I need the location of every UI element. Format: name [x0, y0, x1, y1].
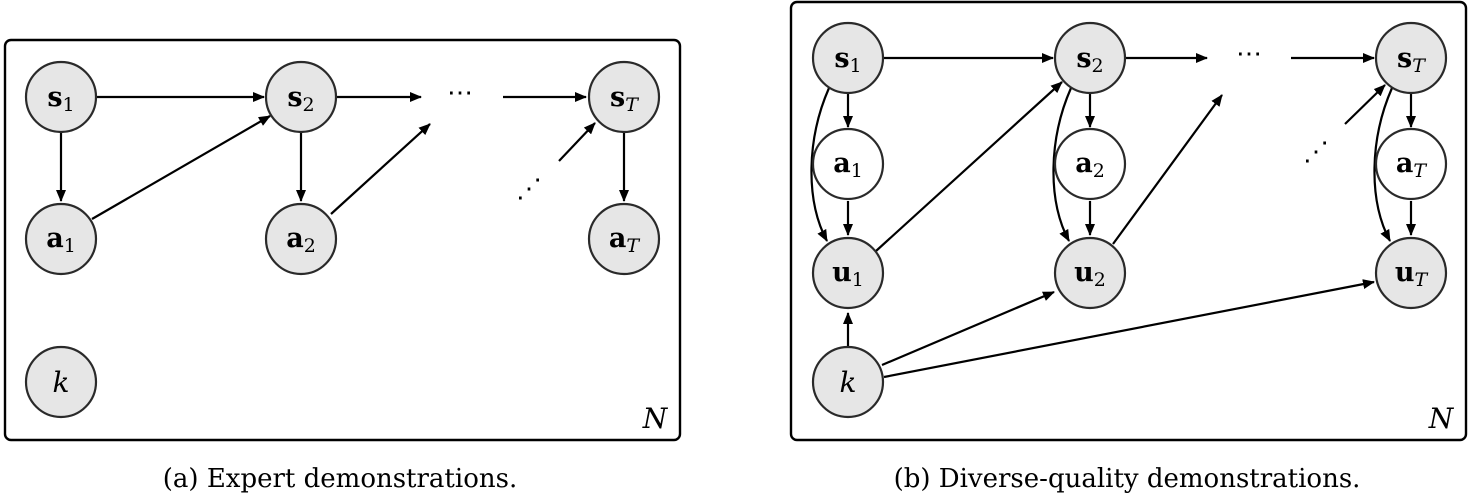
ellipsis-horizontal-a: ⋯ — [447, 78, 473, 108]
svg-text:s1: s1 — [834, 43, 861, 77]
ellipsis-diagonal-a: ⋰ — [516, 174, 542, 204]
edge-b-k-u2 — [881, 290, 1055, 367]
diagram-a: ⋯ ⋰ s1 s2 sT a1 a2 aT k — [3, 38, 682, 494]
edge-b-u2-dots — [1112, 94, 1223, 245]
plate-a — [3, 38, 682, 442]
svg-text:aT: aT — [1396, 148, 1428, 182]
svg-text:u2: u2 — [1074, 257, 1106, 291]
node-b-u1: u1 — [811, 236, 885, 310]
svg-text:a2: a2 — [1075, 148, 1105, 182]
node-b-a2: a2 — [1053, 127, 1127, 201]
plate-label-a: N — [642, 402, 669, 435]
edge-b-dots-sT-diag — [1344, 84, 1386, 125]
node-b-uT: uT — [1374, 236, 1448, 310]
node-b-s1: s1 — [811, 21, 885, 95]
node-a-a2: a2 — [264, 202, 338, 276]
node-b-aT: aT — [1374, 127, 1448, 201]
svg-text:k: k — [53, 366, 70, 399]
caption-b: (b) Diverse-quality demonstrations. — [894, 464, 1361, 494]
svg-text:s1: s1 — [47, 82, 74, 116]
node-a-s1: s1 — [24, 60, 98, 134]
edge-a-a1-s2 — [91, 115, 271, 220]
edge-b-s1-u1 — [810, 87, 831, 242]
plate-label-b: N — [1428, 402, 1455, 435]
edge-a-dots-sT-diag — [558, 122, 596, 162]
ellipsis-diagonal-b: ⋰ — [1303, 137, 1329, 167]
node-a-aT: aT — [587, 202, 661, 276]
svg-text:a2: a2 — [286, 223, 316, 257]
node-a-k: k — [24, 345, 98, 419]
node-a-s2: s2 — [264, 60, 338, 134]
svg-text:sT: sT — [1397, 43, 1426, 77]
node-b-a1: a1 — [811, 127, 885, 201]
node-b-u2: u2 — [1053, 236, 1127, 310]
svg-text:s2: s2 — [1076, 43, 1103, 77]
node-a-sT: sT — [587, 60, 661, 134]
node-a-a1: a1 — [24, 202, 98, 276]
svg-text:s2: s2 — [287, 82, 314, 116]
node-b-k: k — [811, 345, 885, 419]
svg-text:sT: sT — [610, 82, 639, 116]
diagram-b: ⋯ ⋰ s1 s2 sT a1 a2 aT u1 — [789, 0, 1468, 494]
svg-text:uT: uT — [1395, 257, 1429, 291]
svg-text:k: k — [840, 366, 857, 399]
edge-b-k-uT — [883, 279, 1375, 379]
svg-text:aT: aT — [609, 223, 641, 257]
edge-b-u1-s2 — [875, 81, 1063, 252]
plate-b — [789, 0, 1468, 442]
node-b-s2: s2 — [1053, 21, 1127, 95]
edge-b-sT-uT — [1373, 87, 1394, 242]
edge-a-a2-dots — [330, 123, 431, 215]
svg-text:a1: a1 — [46, 223, 76, 257]
edge-b-s2-u2 — [1052, 87, 1073, 242]
ellipsis-horizontal-b: ⋯ — [1236, 39, 1262, 69]
caption-a: (a) Expert demonstrations. — [163, 464, 517, 494]
svg-text:a1: a1 — [833, 148, 863, 182]
svg-text:u1: u1 — [832, 257, 864, 291]
node-b-sT: sT — [1374, 21, 1448, 95]
